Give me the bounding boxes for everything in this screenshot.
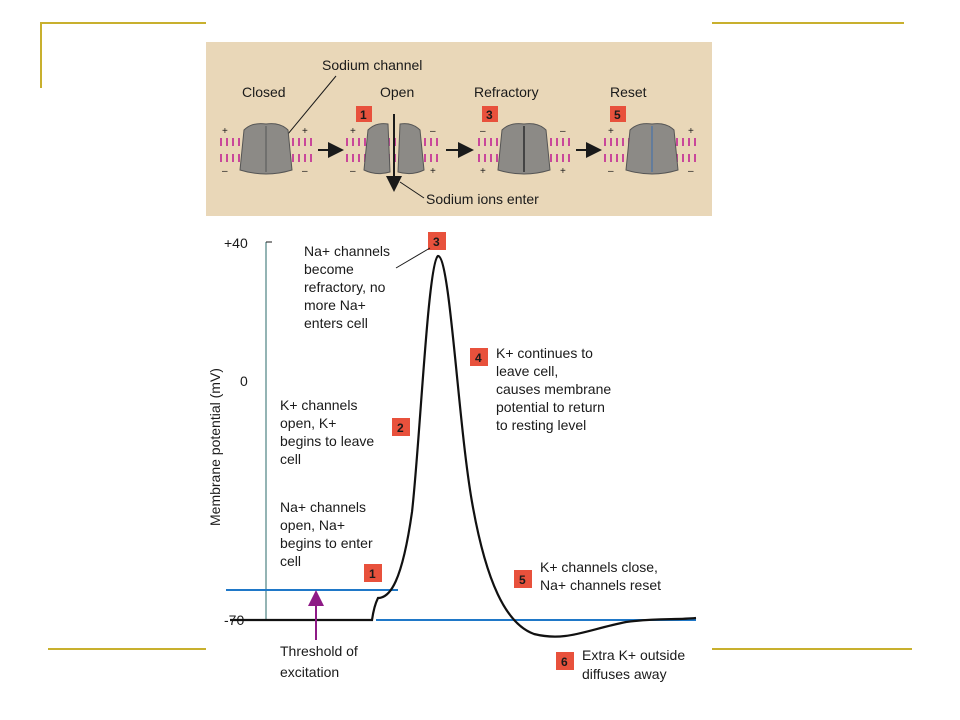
graph-panel — [206, 216, 712, 688]
annotation-5: 5 K+ channels close, Na+ channels reset — [514, 559, 661, 593]
action-potential-figure: Sodium channel Closed Open Refractory Re… — [206, 42, 712, 688]
svg-text:–: – — [480, 126, 486, 137]
svg-text:–: – — [222, 166, 228, 177]
channel-refractory — [476, 123, 572, 175]
state-badge-1: 1 — [356, 106, 372, 122]
svg-text:leave cell,: leave cell, — [496, 363, 558, 379]
svg-text:potential to return: potential to return — [496, 399, 605, 415]
svg-text:+: + — [350, 126, 356, 137]
annotation-4: 4 K+ continues to leave cell, causes mem… — [470, 345, 611, 433]
svg-text:–: – — [560, 126, 566, 137]
annotation-3: Na+ channels become refractory, no more … — [304, 232, 446, 331]
svg-text:3: 3 — [486, 108, 493, 122]
channel-panel — [206, 42, 712, 216]
frame-top-right-line — [712, 22, 904, 24]
svg-text:refractory, no: refractory, no — [304, 279, 386, 295]
sodium-channel-title: Sodium channel — [322, 57, 422, 73]
svg-text:2: 2 — [397, 421, 404, 435]
svg-text:cell: cell — [280, 451, 301, 467]
channel-closed — [218, 123, 314, 175]
svg-text:causes membrane: causes membrane — [496, 381, 611, 397]
charge-signs: + + – – + – – + – – + + + + – – — [222, 126, 694, 177]
state-badge-3: 3 — [482, 106, 498, 122]
svg-text:to resting level: to resting level — [496, 417, 586, 433]
svg-text:–: – — [350, 166, 356, 177]
svg-text:5: 5 — [519, 573, 526, 587]
svg-text:Extra K+ outside: Extra K+ outside — [582, 647, 685, 663]
tick-label-plus40: +40 — [224, 235, 248, 251]
svg-text:–: – — [302, 166, 308, 177]
threshold-label-line-2: excitation — [280, 664, 339, 680]
svg-text:1: 1 — [360, 108, 367, 122]
svg-text:1: 1 — [369, 567, 376, 581]
svg-text:cell: cell — [280, 553, 301, 569]
svg-text:6: 6 — [561, 655, 568, 669]
svg-text:+: + — [608, 126, 614, 137]
sodium-ions-label: Sodium ions enter — [426, 191, 539, 207]
svg-text:+: + — [560, 166, 566, 177]
frame-bottom-right-line — [712, 648, 912, 650]
svg-text:+: + — [302, 126, 308, 137]
tick-label-0: 0 — [240, 373, 248, 389]
annotation-2: K+ channels open, K+ begins to leave cel… — [280, 397, 410, 467]
svg-text:4: 4 — [475, 351, 482, 365]
annotation-1: Na+ channels open, Na+ begins to enter c… — [280, 499, 382, 582]
state-label-reset: Reset — [610, 84, 647, 100]
svg-text:begins to leave: begins to leave — [280, 433, 374, 449]
svg-text:–: – — [430, 126, 436, 137]
svg-text:+: + — [480, 166, 486, 177]
svg-text:–: – — [688, 166, 694, 177]
svg-text:3: 3 — [433, 235, 440, 249]
svg-text:enters cell: enters cell — [304, 315, 368, 331]
svg-text:+: + — [688, 126, 694, 137]
state-label-open: Open — [380, 84, 414, 100]
threshold-label-line-1: Threshold of — [280, 643, 358, 659]
svg-text:open, K+: open, K+ — [280, 415, 336, 431]
sodium-ions-pointer — [399, 181, 425, 199]
svg-text:5: 5 — [614, 108, 621, 122]
action-potential-curve — [230, 254, 697, 638]
state-label-closed: Closed — [242, 84, 286, 100]
state-badge-5: 5 — [610, 106, 626, 122]
svg-text:diffuses away: diffuses away — [582, 666, 667, 682]
svg-text:–: – — [608, 166, 614, 177]
frame-left-line — [40, 22, 42, 88]
frame-top-left-line — [40, 22, 206, 24]
frame-bottom-left-line — [48, 648, 206, 650]
svg-text:more Na+: more Na+ — [304, 297, 366, 313]
svg-text:K+ channels close,: K+ channels close, — [540, 559, 658, 575]
svg-text:Na+ channels reset: Na+ channels reset — [540, 577, 661, 593]
svg-text:K+ channels: K+ channels — [280, 397, 357, 413]
svg-text:begins to enter: begins to enter — [280, 535, 373, 551]
svg-text:Na+ channels: Na+ channels — [280, 499, 366, 515]
svg-text:become: become — [304, 261, 354, 277]
svg-text:K+ continues to: K+ continues to — [496, 345, 593, 361]
svg-text:+: + — [222, 126, 228, 137]
y-axis-label: Membrane potential (mV) — [207, 368, 223, 526]
svg-text:+: + — [430, 166, 436, 177]
svg-text:open, Na+: open, Na+ — [280, 517, 345, 533]
annotation-6: 6 Extra K+ outside diffuses away — [556, 647, 685, 682]
svg-text:Na+ channels: Na+ channels — [304, 243, 390, 259]
channel-reset — [604, 123, 700, 175]
state-label-refractory: Refractory — [474, 84, 539, 100]
